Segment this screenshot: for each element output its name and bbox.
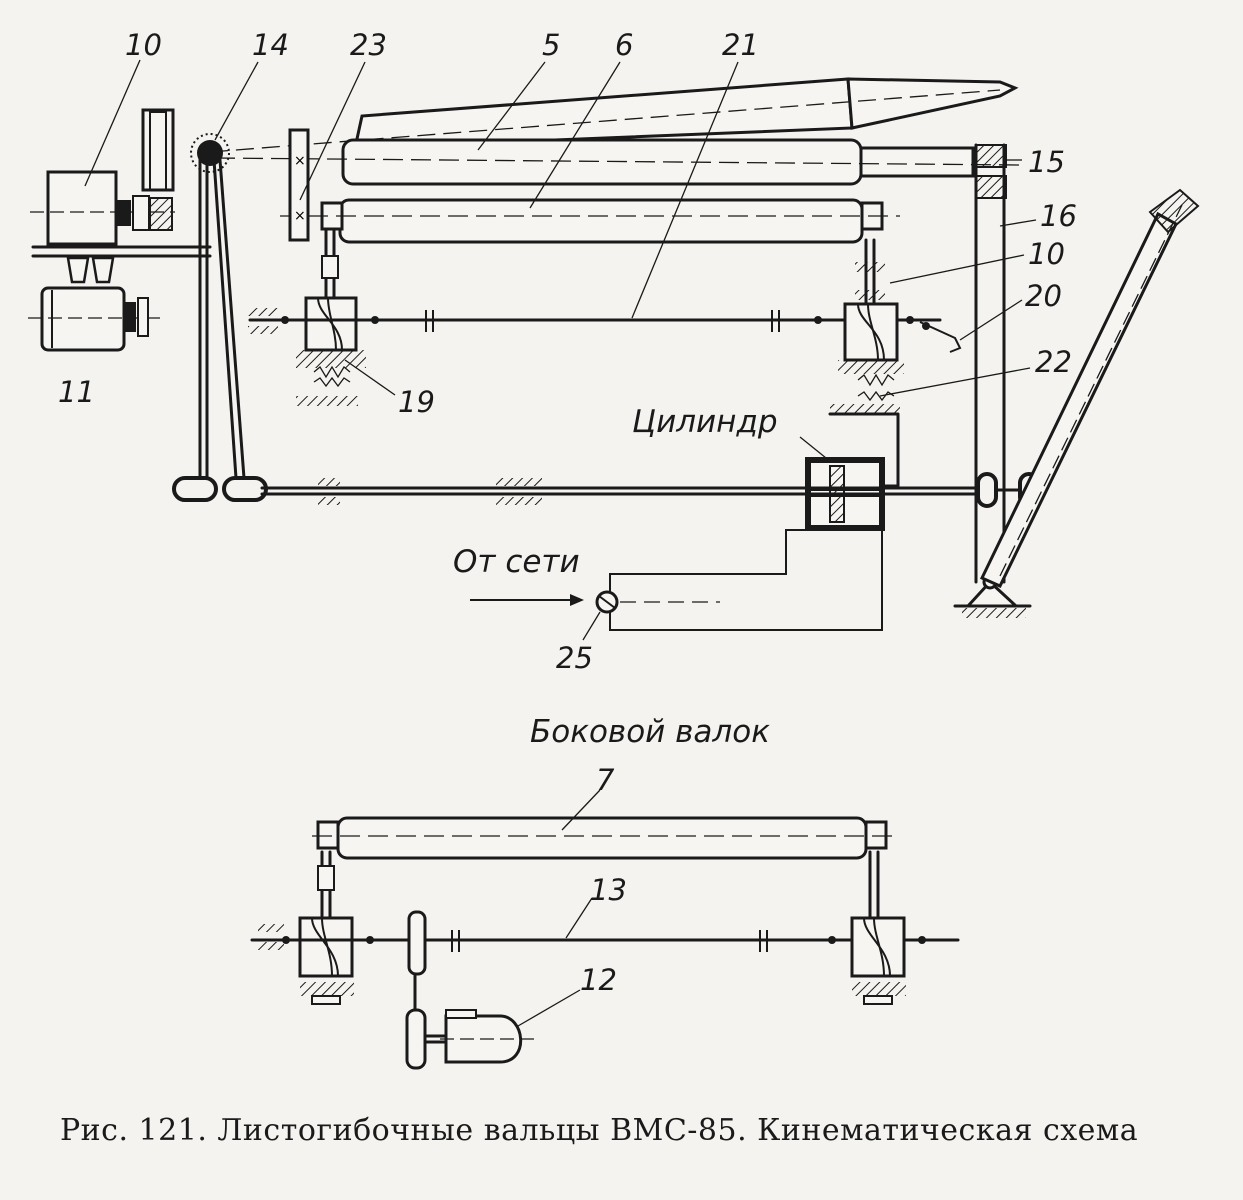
svg-text:×: ×: [294, 153, 306, 169]
lower-roll-6: [280, 198, 900, 244]
label-10-motor: 10: [125, 28, 162, 62]
label-5: 5: [542, 28, 560, 62]
tilted-lever: [979, 188, 1200, 588]
svg-text:×: ×: [294, 208, 306, 224]
gear-23: × ×: [288, 128, 310, 242]
label-23: 23: [350, 28, 387, 62]
motor-10: [30, 108, 175, 246]
gearbox-bottom-left: [258, 850, 354, 1005]
motor-12: [423, 1009, 540, 1064]
gearbox-bottom-right: [850, 850, 906, 1005]
upper-roll: [214, 138, 1021, 186]
label-21: 21: [722, 28, 759, 62]
label-20: 20: [1025, 279, 1062, 313]
label-11: 11: [58, 375, 95, 409]
label-13: 13: [590, 873, 627, 907]
leader-lines-top: [84, 59, 1037, 641]
label-12: 12: [580, 963, 617, 997]
label-14: 14: [252, 28, 289, 62]
screw-mechanism-right: [830, 238, 962, 414]
pull-rod: [172, 472, 1040, 508]
upper-roll-5: [209, 77, 1019, 153]
connecting-shaft-13: [250, 930, 960, 952]
from-network-label: От сети: [453, 544, 580, 580]
screw-mechanism-19: [248, 228, 366, 406]
leader-lines-bottom: [517, 789, 601, 1027]
drive-base: [31, 245, 212, 284]
label-15: 15: [1028, 145, 1065, 179]
side-roll-7: [312, 816, 898, 860]
label-25: 25: [556, 641, 593, 675]
label-19: 19: [398, 385, 435, 419]
air-piping: [470, 520, 883, 631]
side-roll-label: Боковой валок: [530, 714, 770, 750]
figure-caption: Рис. 121. Листогибочные вальцы ВМС-85. К…: [60, 1113, 1138, 1148]
label-6: 6: [615, 28, 633, 62]
label-7: 7: [596, 763, 615, 797]
column-16: [974, 143, 1007, 584]
cylinder-label: Цилиндр: [632, 404, 778, 440]
gear-train-bottom: [405, 910, 427, 1070]
label-16: 16: [1040, 199, 1077, 233]
label-10-gear: 10: [1028, 237, 1065, 271]
vertical-drive: [198, 158, 246, 480]
connecting-shaft-21: [248, 310, 942, 332]
motor-11: [28, 286, 160, 352]
cylinder-support: [828, 412, 900, 488]
bevel-gear-14: [190, 133, 230, 173]
label-22: 22: [1035, 345, 1072, 379]
